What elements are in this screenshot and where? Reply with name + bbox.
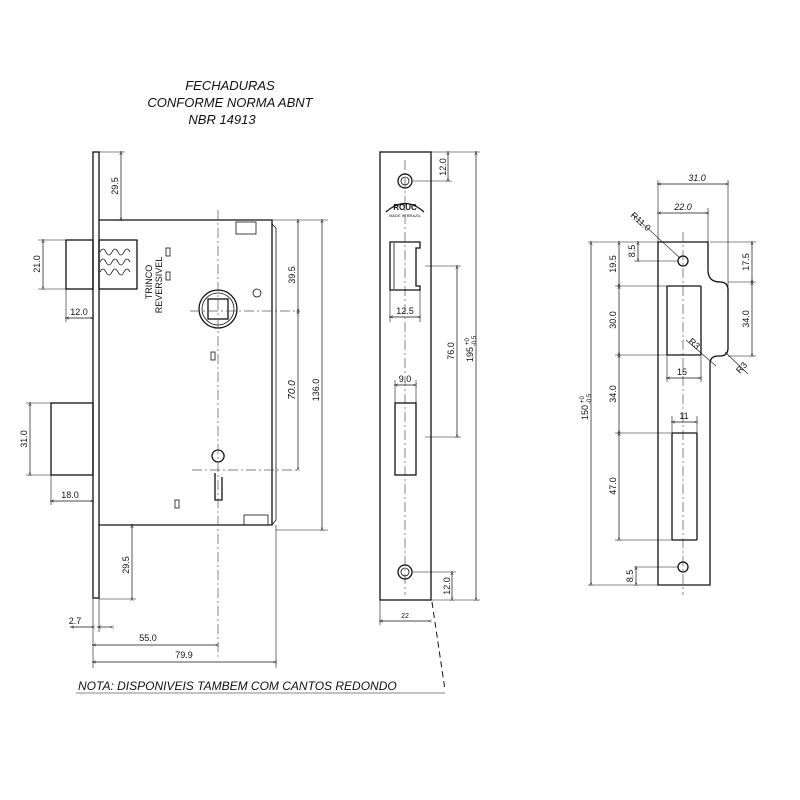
faceplate-front-view: ROUC MADE IN BRAZIL 12.5 9.0 12.0 76.0 1… — [379, 151, 480, 691]
screw-hole-top-icon — [397, 173, 413, 189]
dim-bolt-projection: 18.0 — [61, 490, 79, 500]
dim-window-height: 30.0 — [608, 311, 618, 329]
dim-tab-offset: 17.5 — [741, 253, 751, 271]
dim-faceplate-width: 22 — [401, 613, 409, 620]
dim-plate-width: 22.0 — [673, 202, 692, 212]
dim-top-to-window: 19.5 — [608, 255, 618, 273]
title-line-3: NBR 14913 — [188, 112, 256, 127]
note-leader — [431, 601, 446, 691]
dim-strike-length: 150+0-0.5 — [580, 393, 593, 420]
dim-backset: 55.0 — [139, 633, 157, 643]
dim-slot-width: 11 — [679, 411, 688, 421]
dim-latch-projection: 12.0 — [70, 307, 88, 317]
latch-bolt — [65, 239, 94, 290]
faceplate-edge — [92, 151, 100, 599]
dim-window-width: 15 — [677, 367, 687, 377]
dim-top-screw: 12.0 — [438, 158, 448, 176]
dim-bottom-hole: 8.5 — [625, 570, 635, 583]
dim-radius-large: R11.0 — [629, 210, 653, 233]
lock-side-view: TRINCO REVERSIVEL 29.5 21.0 12.0 31.0 18… — [19, 152, 328, 668]
dim-bottom-offset: 29.5 — [121, 556, 131, 574]
dim-faceplate-thickness: 2.7 — [69, 616, 82, 626]
note-text: NOTA: DISPONIVEIS TAMBEM COM CANTOS REDO… — [78, 679, 397, 693]
strike-plate-view: 31.0 22.0 R11.0 150+0-0.5 19.5 8.5 30.0 … — [580, 173, 756, 595]
strike-plate — [657, 241, 729, 586]
dim-bolt-width: 9.0 — [399, 374, 412, 384]
dim-case-height: 136.0 — [311, 379, 321, 402]
latch-housing — [98, 239, 138, 290]
lock-case — [99, 219, 273, 526]
note: NOTA: DISPONIVEIS TAMBEM COM CANTOS REDO… — [76, 679, 445, 694]
dim-spindle-to-key: 70.0 — [287, 380, 298, 400]
dim-slot-height: 47.0 — [608, 477, 618, 495]
dead-bolt — [50, 402, 94, 476]
dim-window-to-slot: 34.0 — [608, 385, 618, 403]
dim-case-depth: 79.9 — [175, 650, 193, 660]
dim-tab-height: 34.0 — [741, 310, 751, 328]
title-line-2: CONFORME NORMA ABNT — [147, 95, 313, 110]
dim-latch-width: 12.5 — [396, 306, 414, 316]
latch-label-trinco: TRINCO — [144, 265, 154, 300]
latch-label-reversivel: REVERSIVEL — [154, 257, 164, 314]
title-block: FECHADURAS CONFORME NORMA ABNT NBR 14913 — [147, 78, 313, 127]
dim-latch-height: 21.0 — [32, 255, 42, 273]
latch-window — [666, 285, 702, 356]
dim-faceplate-length: 195+0-0.5 — [465, 335, 478, 362]
dim-bottom-screw: 12.0 — [442, 577, 452, 595]
title-line-1: FECHADURAS — [185, 78, 275, 93]
dim-top-hole: 8.5 — [627, 245, 637, 258]
latch-slot — [389, 241, 421, 291]
brand-logo — [385, 202, 425, 213]
brand-name: ROUC — [393, 203, 417, 212]
dim-radius-small-1: R3 — [687, 336, 702, 351]
faceplate — [379, 151, 432, 601]
bolt-slot-strike — [671, 432, 698, 541]
bolt-slot — [394, 402, 417, 476]
dim-latch-to-bolt: 76.0 — [446, 342, 456, 360]
screw-hole-bottom-icon — [397, 564, 413, 580]
dim-top-offset: 29.5 — [110, 177, 120, 195]
dim-bolt-height: 31.0 — [19, 430, 29, 448]
dim-spindle-offset: 39.5 — [287, 266, 297, 284]
dim-total-width: 31.0 — [688, 173, 706, 183]
made-in-label: MADE IN BRAZIL — [389, 213, 422, 218]
spring — [99, 248, 131, 276]
